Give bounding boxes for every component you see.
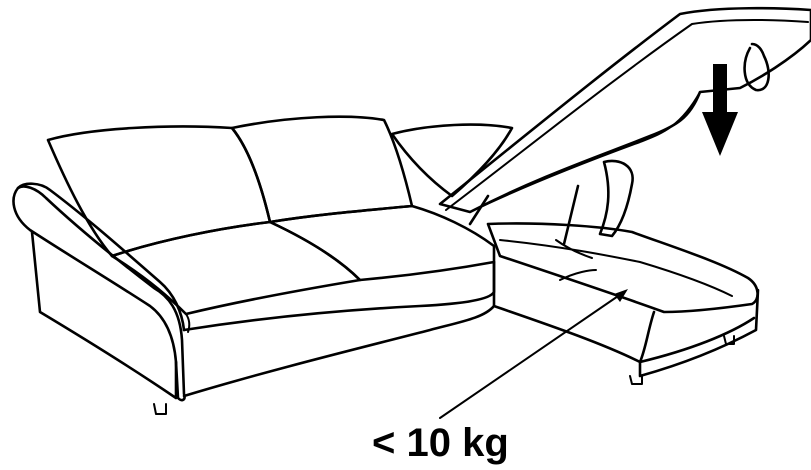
chaise-armrest — [598, 159, 634, 238]
down-arrow-icon — [702, 64, 738, 156]
chaise-box-rim — [486, 222, 759, 314]
chaise-corner — [638, 310, 656, 364]
gas-strut-right — [562, 184, 580, 246]
sofa-front-panel — [30, 230, 178, 400]
back-cushion-left — [46, 125, 272, 258]
chaise-front-bottom — [638, 316, 756, 364]
lid-strap — [743, 42, 770, 92]
weight-limit-label: < 10 kg — [372, 421, 509, 465]
sofa-foot-right — [629, 375, 643, 385]
seat-front-edge — [185, 313, 191, 333]
armrest-left-top — [16, 182, 186, 332]
gas-strut-right-mount — [555, 239, 593, 259]
storage-lid-edge — [445, 19, 809, 211]
storage-lid — [438, 6, 811, 214]
seat-cushion-right — [268, 204, 496, 282]
seat-cushion-left — [110, 220, 362, 316]
sofa-base-bottom — [182, 304, 496, 398]
weight-pointer-arrowhead — [614, 289, 628, 302]
sofa-foot-left — [153, 403, 167, 415]
armrest-left — [12, 185, 186, 402]
back-cushion-right — [230, 115, 414, 224]
chaise-box-inner — [499, 239, 733, 297]
sofa-foot-back — [723, 335, 735, 345]
storage-lid-underside — [469, 91, 701, 213]
weight-pointer-line — [439, 291, 625, 419]
storage-slat — [559, 269, 597, 281]
sofa-base-front — [182, 260, 496, 332]
chaise-front — [492, 260, 760, 378]
back-cushion-corner — [390, 123, 514, 198]
gas-strut-left — [468, 194, 490, 226]
